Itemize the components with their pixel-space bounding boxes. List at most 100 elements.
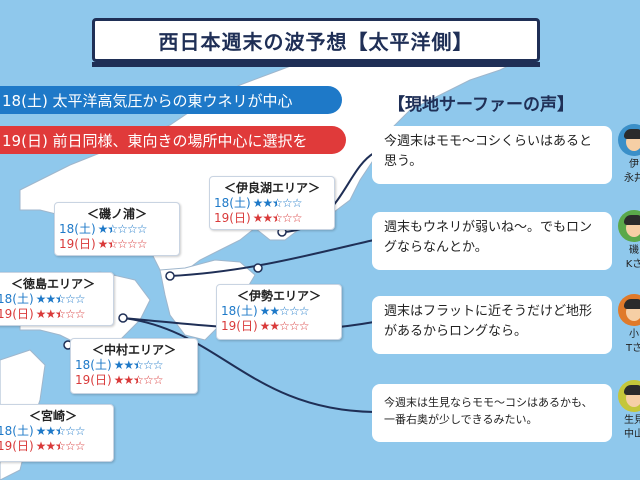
star-icon: ☆	[152, 373, 164, 387]
star-icon: ★	[45, 292, 56, 306]
star-icon: ☆★	[55, 292, 66, 306]
sat-label: 18(土)	[221, 304, 258, 318]
star-icon: ☆	[142, 358, 154, 372]
person-line2: Tさ	[625, 343, 640, 354]
person-line1: 磯	[629, 245, 639, 256]
star-icon: ☆	[74, 424, 86, 438]
rating-stars: ★★☆★☆☆	[113, 358, 164, 373]
area-name: ＜宮崎＞	[28, 409, 77, 423]
star-icon: ☆★	[55, 439, 66, 453]
star-icon: ★	[269, 304, 280, 318]
rating-stars: ★★☆★☆☆	[113, 373, 164, 388]
person-line1: 小	[629, 329, 639, 340]
sat-row: 18(土)★★☆★☆☆	[71, 358, 197, 373]
comment-bubble-4: 今週末は生見ならモモ〜コシはあるかも、一番右奥が少しできるみたい。	[372, 384, 612, 442]
sat-label: 18(土)	[214, 196, 251, 210]
rating-stars: ★★☆☆☆	[259, 304, 310, 319]
sat-label: 18(土)	[0, 424, 34, 438]
star-icon: ★	[262, 211, 273, 225]
surfer-1: 伊 永井	[614, 124, 640, 186]
person-line2: 永井	[624, 173, 640, 184]
person-line2: Kさ	[625, 259, 640, 270]
star-icon: ☆★	[107, 237, 118, 251]
area-card-isonoura: ＜磯ノ浦＞ 18(土)★☆★☆☆☆ 19(日)★☆★☆☆☆	[54, 202, 180, 256]
star-icon: ★	[35, 292, 47, 306]
star-icon: ★	[45, 307, 56, 321]
surfer-4: 生見 中山	[610, 380, 640, 442]
location-dot-ise	[253, 263, 263, 273]
person-line2: 中山	[624, 429, 640, 440]
star-icon: ☆★	[133, 358, 144, 372]
sun-label: 19(日)	[0, 439, 34, 453]
star-icon: ★	[45, 424, 56, 438]
comment-bubble-3: 週末はフラットに近そうだけど地形があるからロングなら。	[372, 296, 612, 354]
sat-row: 18(土)★☆★☆☆☆	[55, 222, 179, 237]
star-icon: ☆	[142, 373, 154, 387]
star-icon: ☆	[64, 424, 76, 438]
star-icon: ☆	[126, 222, 138, 236]
surfer-3: 小 Tさ	[614, 294, 640, 356]
area-card-irago: ＜伊良湖エリア＞ 18(土)★★☆★☆☆ 19(日)★★☆★☆☆	[209, 176, 335, 230]
star-icon: ☆	[279, 319, 290, 333]
person-line1: 伊	[629, 159, 639, 170]
star-icon: ☆★	[107, 222, 118, 236]
surfer-voice-title: 【現地サーファーの声】	[388, 95, 574, 115]
star-icon: ☆	[279, 304, 290, 318]
star-icon: ☆	[298, 319, 310, 333]
star-icon: ★	[35, 307, 47, 321]
area-card-ise: ＜伊勢エリア＞ 18(土)★★☆☆☆ 19(日)★★☆☆☆	[216, 284, 342, 340]
surfer-2: 磯 Kさ	[614, 210, 640, 272]
star-icon: ☆	[74, 307, 86, 321]
star-icon: ★	[35, 424, 47, 438]
sat-row: 18(土)★★☆★☆☆	[0, 292, 113, 307]
star-icon: ☆	[74, 292, 86, 306]
area-name: ＜伊勢エリア＞	[236, 289, 321, 303]
sat-row: 18(土)★★☆☆☆	[217, 304, 341, 319]
location-dot-isonoura	[165, 271, 175, 281]
avatar	[618, 380, 640, 412]
rating-stars: ★★☆☆☆	[260, 319, 310, 334]
star-icon: ☆	[117, 237, 128, 251]
sat-label: 18(土)	[75, 358, 112, 372]
star-icon: ★	[45, 439, 56, 453]
star-icon: ☆★	[55, 424, 66, 438]
star-icon: ☆	[281, 196, 293, 210]
star-icon: ☆	[64, 439, 76, 453]
star-icon: ☆	[291, 196, 303, 210]
sun-label: 19(日)	[59, 237, 96, 251]
star-icon: ★	[113, 373, 125, 387]
rating-stars: ★★☆★☆☆	[35, 424, 86, 439]
area-card-tokushima: ＜徳島エリア＞ 18(土)★★☆★☆☆ 19(日)★★☆★☆☆	[0, 272, 114, 326]
rating-stars: ★★☆★☆☆	[36, 439, 86, 454]
star-icon: ☆	[281, 211, 293, 225]
star-icon: ☆	[288, 319, 300, 333]
banner-sunday: 19(日) 前日同様、東向きの場所中心に選択を	[0, 126, 346, 154]
sat-row: 18(土)★★☆★☆☆	[0, 424, 113, 439]
avatar	[618, 294, 640, 326]
sun-label: 19(日)	[75, 373, 112, 387]
star-icon: ★	[97, 237, 109, 251]
connector-isonoura	[169, 239, 375, 277]
area-name: ＜徳島エリア＞	[10, 277, 95, 291]
star-icon: ☆	[136, 222, 148, 236]
sun-row: 19(日)★☆★☆☆☆	[55, 237, 179, 252]
sun-label: 19(日)	[221, 319, 258, 333]
rating-stars: ★★☆★☆☆	[35, 307, 86, 322]
star-icon: ★	[259, 304, 271, 318]
star-icon: ★	[123, 358, 134, 372]
avatar	[618, 124, 640, 156]
star-icon: ★	[113, 358, 125, 372]
star-icon: ★	[269, 319, 280, 333]
rating-stars: ★★☆★☆☆	[253, 211, 303, 226]
area-card-nakamura: ＜中村エリア＞ 18(土)★★☆★☆☆ 19(日)★★☆★☆☆	[70, 338, 198, 394]
rating-stars: ★☆★☆☆☆	[98, 222, 148, 237]
sun-row: 19(日)★★☆★☆☆	[210, 211, 334, 226]
rating-stars: ★☆★☆☆☆	[97, 237, 148, 252]
sat-label: 18(土)	[59, 222, 96, 236]
star-icon: ☆	[152, 358, 164, 372]
area-card-miyazaki: ＜宮崎＞ 18(土)★★☆★☆☆ 19(日)★★☆★☆☆	[0, 404, 114, 462]
sun-label: 19(日)	[214, 211, 251, 225]
area-name: ＜伊良湖エリア＞	[223, 181, 320, 195]
star-icon: ☆	[117, 222, 128, 236]
sun-row: 19(日)★★☆★☆☆	[0, 307, 113, 322]
